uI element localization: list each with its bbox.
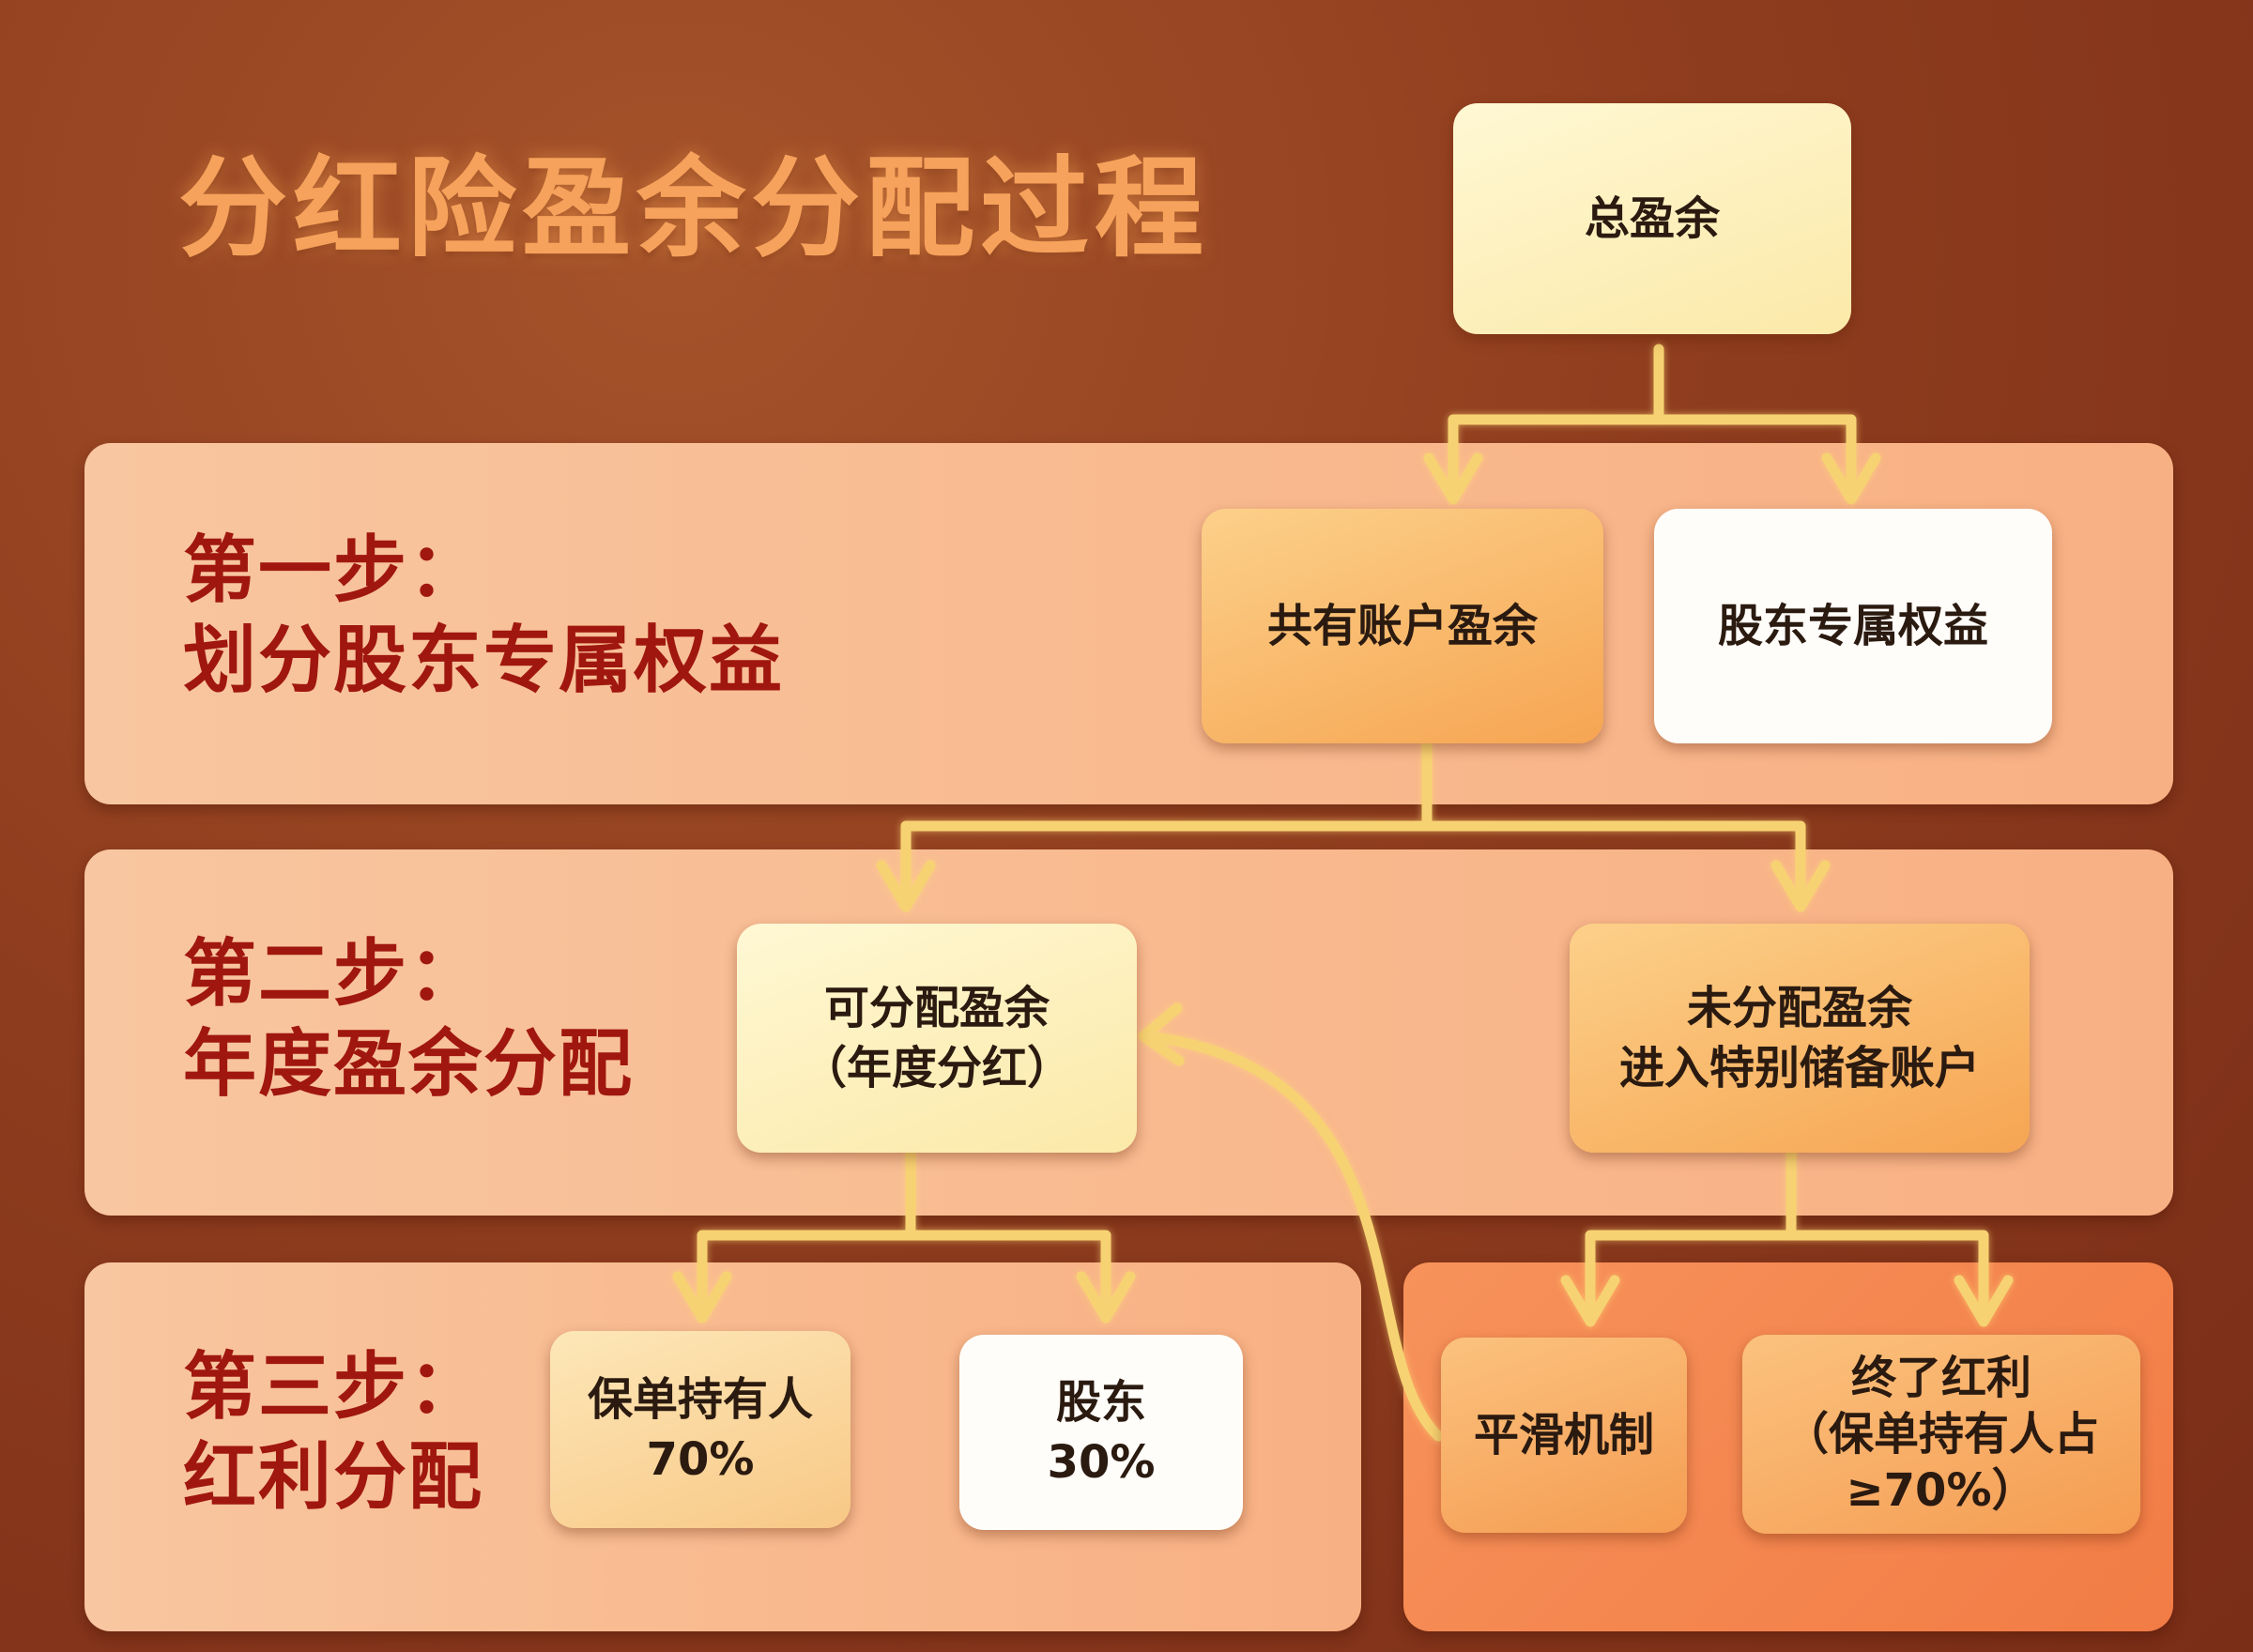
arrowhead-terminal [1954, 1275, 2014, 1327]
step3-title: 第三步： [183, 1345, 484, 1430]
node-distributable-surplus: 可分配盈余 （年度分红） [737, 924, 1137, 1153]
arrowhead-smoothing [1560, 1275, 1620, 1327]
step3-desc: 红利分配 [183, 1435, 484, 1520]
arrowhead-undistributed [1770, 860, 1831, 912]
arrowhead-feedback [1138, 1002, 1185, 1066]
node-shared-account-surplus-text: 共有账户盈余 [1266, 600, 1538, 652]
step1-title: 第一步： [183, 528, 484, 613]
step2-label: 第二步： 年度盈余分配 [183, 929, 634, 1109]
arrowhead-distributable [876, 860, 936, 912]
node-undistributed-surplus: 未分配盈余 进入特别储备账户 [1570, 924, 2030, 1153]
node-total-surplus: 总盈余 [1453, 103, 1851, 334]
connector-feedback [1142, 1031, 1444, 1442]
node-shareholder-equity-text: 股东专属权益 [1717, 600, 1988, 652]
node-shareholder: 股东 30% [959, 1335, 1243, 1530]
connector-distributable [697, 1147, 1111, 1318]
connector-shared [900, 738, 1806, 907]
node-undistributed-line2: 进入特别储备账户 [1618, 1042, 1980, 1094]
connector-undistributed [1585, 1147, 1989, 1322]
arrowhead-shareholder [1076, 1271, 1136, 1323]
node-terminal-line1: 终了红利 [1850, 1352, 2031, 1404]
step3-label: 第三步： 红利分配 [183, 1342, 483, 1522]
node-shareholder-line2: 30% [1047, 1436, 1156, 1489]
node-shareholder-line1: 股东 [1055, 1376, 1146, 1429]
arrowhead-shared [1423, 452, 1483, 505]
node-shared-account-surplus: 共有账户盈余 [1202, 509, 1603, 743]
node-terminal-line2: （保单持有人占 [1783, 1408, 2099, 1461]
step1-desc: 划分股东专属权益 [183, 619, 785, 703]
node-shareholder-equity: 股东专属权益 [1654, 509, 2052, 743]
node-distributable-line2: （年度分红） [801, 1042, 1072, 1094]
step2-desc: 年度盈余分配 [183, 1022, 635, 1107]
node-policyholder: 保单持有人 70% [550, 1331, 851, 1528]
node-smoothing-text: 平滑机制 [1473, 1409, 1654, 1461]
node-terminal-line3: ≥70%） [1846, 1464, 2037, 1517]
node-undistributed-line1: 未分配盈余 [1686, 982, 1912, 1034]
arrowhead-policyholder [672, 1271, 732, 1323]
node-terminal-bonus: 终了红利 （保单持有人占 ≥70%） [1742, 1335, 2140, 1534]
step2-title: 第二步： [183, 932, 484, 1017]
connector-total [1448, 344, 1857, 498]
node-policyholder-line2: 70% [646, 1433, 755, 1486]
node-smoothing-mechanism: 平滑机制 [1441, 1338, 1687, 1533]
step1-label: 第一步： 划分股东专属权益 [183, 526, 784, 706]
arrowhead-shareholder-equity [1821, 452, 1881, 505]
node-policyholder-line1: 保单持有人 [587, 1373, 813, 1426]
node-distributable-line1: 可分配盈余 [823, 982, 1050, 1034]
node-total-surplus-text: 总盈余 [1584, 192, 1720, 245]
page-title: 分红险盈余分配过程 [178, 145, 1209, 272]
